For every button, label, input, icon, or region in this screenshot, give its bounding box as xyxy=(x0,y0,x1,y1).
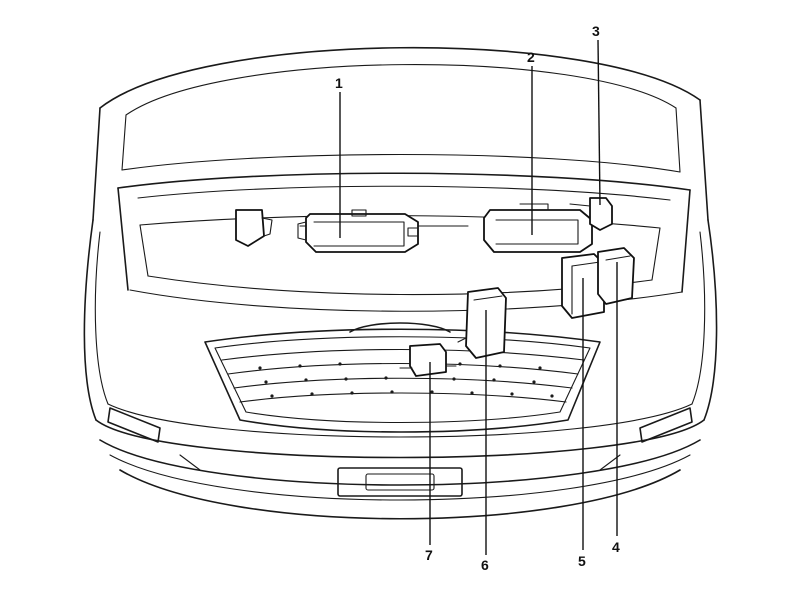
component-3 xyxy=(569,197,613,231)
callout-6: 6 xyxy=(481,557,489,573)
washer-reservoir xyxy=(235,209,273,247)
callout-5: 5 xyxy=(578,553,586,569)
callout-2: 2 xyxy=(527,49,535,65)
leader-3 xyxy=(597,39,601,206)
radiator-grille xyxy=(204,322,601,433)
callout-3: 3 xyxy=(592,23,600,39)
component-2 xyxy=(483,203,593,253)
callout-7: 7 xyxy=(425,547,433,563)
grille-dots xyxy=(258,362,554,398)
callout-1: 1 xyxy=(335,75,343,91)
callouts: 1 2 3 4 5 6 7 xyxy=(335,23,620,573)
hood xyxy=(92,46,709,221)
bumper-details xyxy=(107,407,693,471)
license-plate xyxy=(337,467,463,497)
component-6 xyxy=(457,287,507,359)
component-1 xyxy=(297,209,419,253)
car-body xyxy=(83,219,718,520)
leader-lines xyxy=(339,39,618,555)
component-7 xyxy=(399,343,457,377)
callout-4: 4 xyxy=(612,539,620,555)
component-4 xyxy=(597,247,635,305)
